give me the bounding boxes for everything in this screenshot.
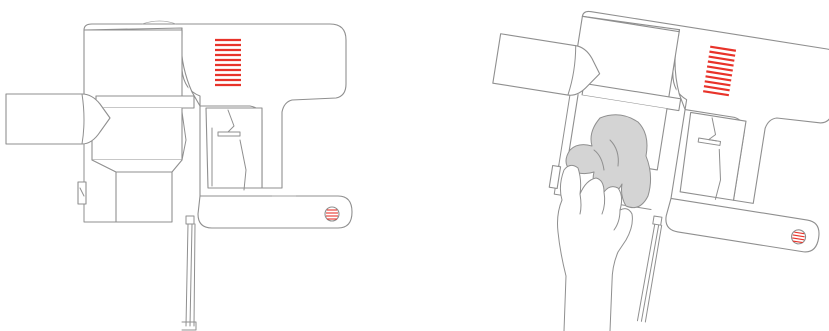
battery-pack [664,198,821,254]
battery-pack [198,196,352,228]
vacuum-illustration-left [0,0,380,331]
nozzle-attachment [6,94,110,144]
wand-tube [182,216,196,330]
handle-grip [678,112,746,202]
vacuum-drawing-left [0,0,380,331]
wand-tube [637,216,662,322]
handle-grip [206,108,262,190]
vacuum-illustration-right [470,0,829,331]
vacuum-drawing-right [470,0,829,331]
